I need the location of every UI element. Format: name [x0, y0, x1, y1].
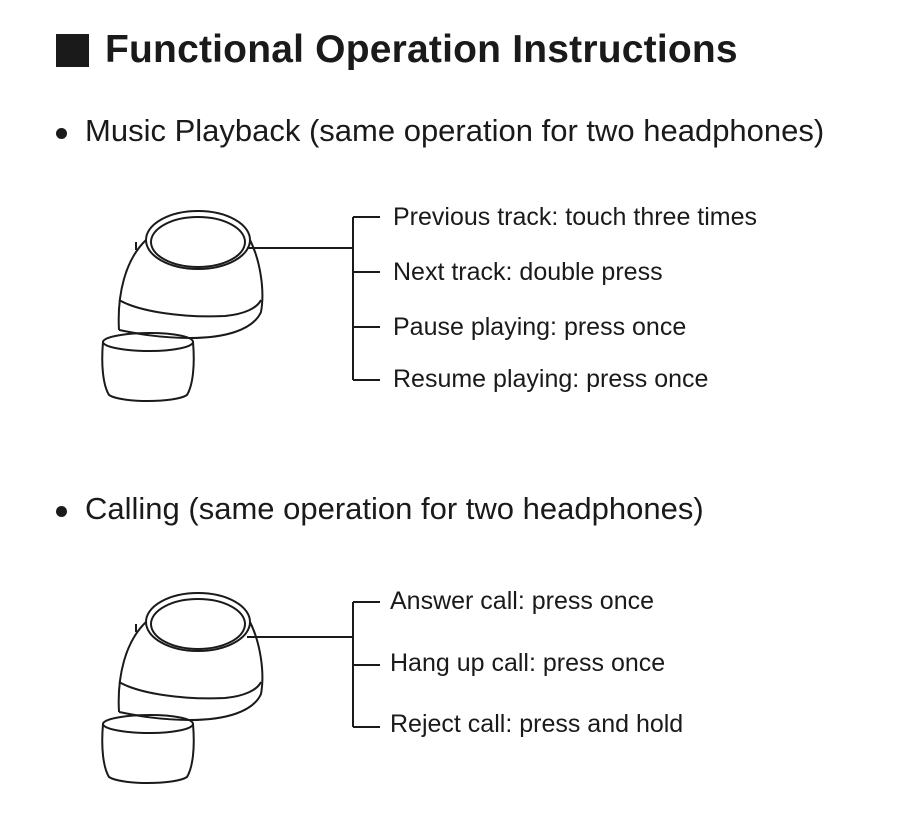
- list-item: Previous track: touch three times: [393, 203, 758, 231]
- list-item: Hang up call: press once: [390, 649, 666, 677]
- square-icon: [56, 33, 89, 67]
- list-item: Answer call: press once: [390, 587, 655, 615]
- list-item: Next track: double press: [393, 258, 663, 286]
- bracket-lines: [352, 216, 380, 381]
- section-heading-text: Music Playback (same operation for two h…: [85, 113, 825, 148]
- earbud-icon: [101, 592, 353, 784]
- list-item: Reject call: press and hold: [390, 710, 684, 738]
- section-heading-text: Calling (same operation for two headphon…: [85, 491, 704, 526]
- bullet-icon: [56, 505, 67, 517]
- section-heading-music: Music Playback (same operation for two h…: [56, 113, 824, 149]
- earbud-icon: [101, 210, 353, 402]
- title-row: Functional Operation Instructions: [56, 28, 738, 72]
- page-title: Functional Operation Instructions: [105, 28, 738, 71]
- list-item: Pause playing: press once: [393, 313, 687, 341]
- bullet-icon: [56, 127, 67, 139]
- bracket-lines: [352, 601, 380, 728]
- list-item: Resume playing: press once: [393, 365, 709, 393]
- section-heading-calling: Calling (same operation for two headphon…: [56, 491, 704, 527]
